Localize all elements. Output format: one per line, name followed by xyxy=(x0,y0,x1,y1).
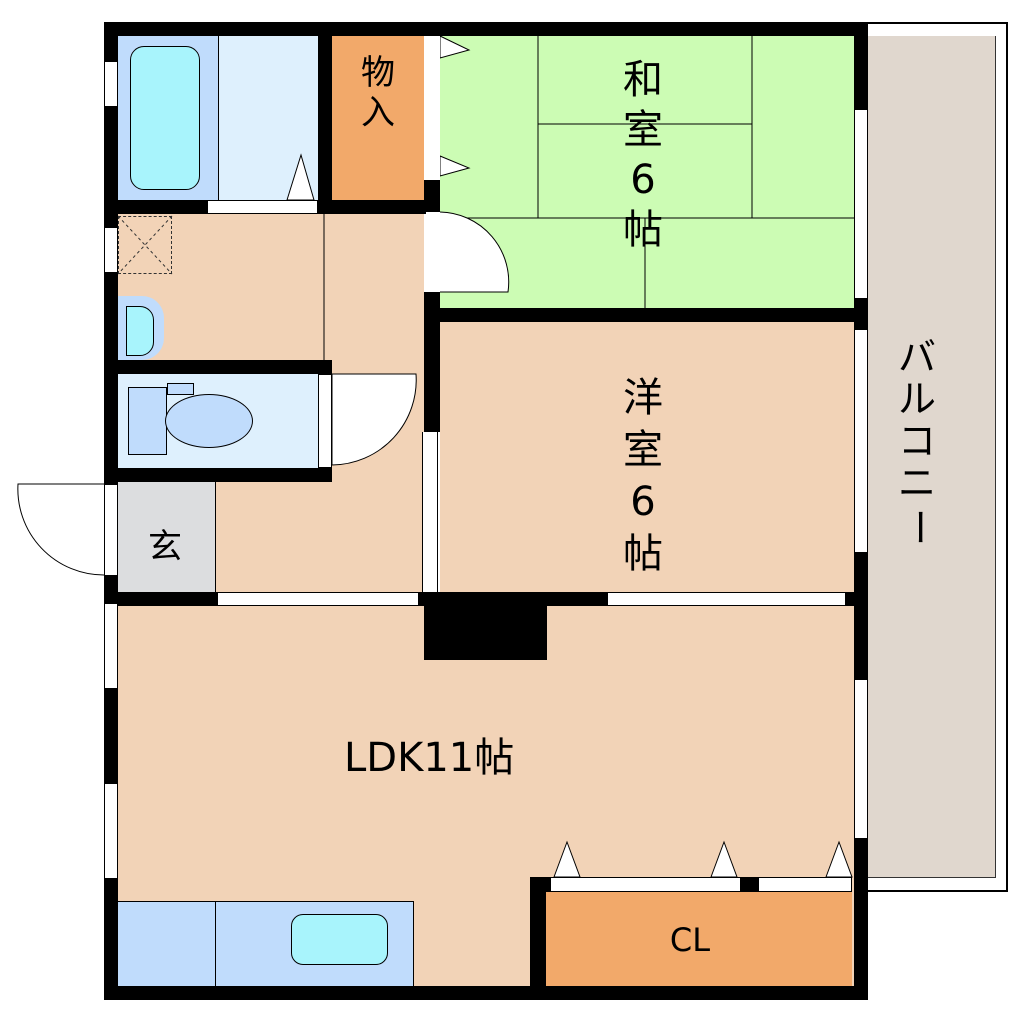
window-washroom xyxy=(104,228,118,272)
kitchen-counter xyxy=(118,901,216,986)
wall-storage-left xyxy=(318,22,332,214)
storage-closet xyxy=(332,36,424,200)
closet-label: CL xyxy=(669,921,711,959)
window-ldk-balcony xyxy=(854,680,868,838)
storage-label: 物 入 xyxy=(361,53,395,133)
wall-toilet-top xyxy=(104,360,332,374)
door-toilet xyxy=(318,374,332,468)
sliding-door-ldk xyxy=(218,592,418,606)
entrance-door xyxy=(104,484,118,576)
window-washitsu-balcony xyxy=(854,110,868,298)
genkan xyxy=(118,482,216,594)
wall-storage-right xyxy=(424,180,440,214)
kitchen-sink xyxy=(291,914,388,965)
ldk-label: LDK11帖 xyxy=(344,735,515,781)
door-cl-right xyxy=(758,877,852,892)
washitsu-room xyxy=(440,36,854,308)
wall-cl-left xyxy=(530,877,546,1000)
window-yoshitsu-balcony xyxy=(854,330,868,552)
bathtub xyxy=(130,46,200,190)
sliding-door-yoshitsu xyxy=(422,432,438,592)
toilet-tank xyxy=(128,387,167,455)
wall-ldk-top-right xyxy=(845,592,868,606)
toilet-tank-lid xyxy=(167,383,194,395)
window-ldk-left-2 xyxy=(104,784,118,878)
wall-bottom xyxy=(104,986,544,1000)
wall-cl-mid-post xyxy=(741,877,758,892)
structural-column xyxy=(424,592,547,660)
wall-toilet-right xyxy=(318,360,332,374)
wall-washitsu-bottom xyxy=(424,308,868,322)
balcony-label: バ ル コ ニ ー xyxy=(897,335,941,546)
wall-cl-top-left xyxy=(530,877,550,892)
balcony xyxy=(868,36,996,878)
toilet-bowl xyxy=(165,394,253,448)
wall-ldk-top-left xyxy=(104,592,218,606)
wall-toilet-bottom xyxy=(104,468,332,482)
yoshitsu-room xyxy=(440,322,854,592)
door-washroom xyxy=(207,200,318,214)
sliding-door-yoshitsu-ldk xyxy=(608,592,845,606)
window-ldk-left-1 xyxy=(104,604,118,688)
door-cl-left xyxy=(550,877,741,892)
wall-top xyxy=(104,22,868,36)
door-washitsu xyxy=(426,212,440,292)
washing-machine-space xyxy=(118,216,172,274)
window-bath xyxy=(104,62,118,106)
genkan-label: 玄 xyxy=(148,527,182,567)
yoshitsu-label: 洋 室 6 帖 xyxy=(623,375,663,577)
wall-center-vertical xyxy=(424,292,440,432)
washitsu-label: 和 室 6 帖 xyxy=(623,57,663,253)
door-storage xyxy=(426,36,440,180)
closet-cl xyxy=(546,892,852,986)
wash-basin-bowl xyxy=(126,306,154,356)
wall-bottom-cl xyxy=(530,986,868,1000)
